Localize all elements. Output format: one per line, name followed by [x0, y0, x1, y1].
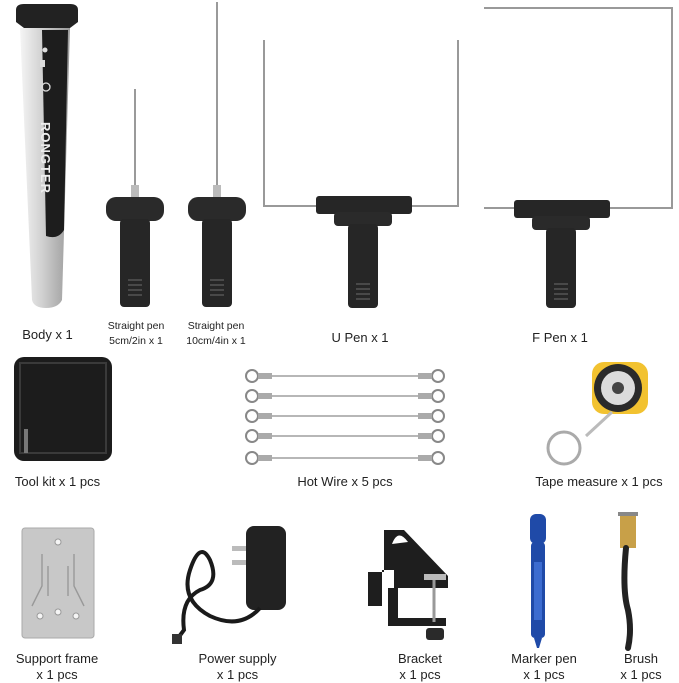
u-pen-label: U Pen x 1 [331, 330, 389, 345]
hot-wire-label: Hot Wire x 5 pcs [297, 474, 393, 489]
brand-logo-text: RONGTER [38, 122, 53, 194]
tool-kit-label: Tool kit x 1 pcs [14, 474, 101, 489]
support-frame-label-1: Support frame [15, 651, 99, 666]
body-label: Body x 1 [22, 327, 73, 342]
bracket-image [368, 530, 448, 640]
marker-pen-label-1: Marker pen [511, 651, 577, 666]
straight-pen-5cm-label-1: Straight pen [107, 320, 165, 332]
brush-label-1: Brush [624, 651, 658, 666]
bracket-label-2: x 1 pcs [399, 667, 441, 682]
power-supply-image [172, 526, 286, 644]
f-pen-image [484, 7, 673, 308]
straight-pen-10cm-image [188, 2, 246, 307]
support-frame-image [21, 527, 95, 639]
brush-label-2: x 1 pcs [620, 667, 662, 682]
bracket-label-1: Bracket [397, 651, 443, 666]
hot-wire-image [245, 369, 445, 465]
marker-pen-label-2: x 1 pcs [523, 667, 565, 682]
tape-measure-label: Tape measure x 1 pcs [535, 474, 663, 489]
power-supply-label-1: Power supply [198, 651, 277, 666]
straight-pen-10cm-label-2: 10cm/4in x 1 [186, 335, 246, 347]
f-pen-label: F Pen x 1 [532, 330, 588, 345]
tape-measure-image [546, 362, 648, 466]
marker-pen-image [530, 514, 546, 648]
power-supply-label-2: x 1 pcs [216, 667, 259, 682]
straight-pen-10cm-label-1: Straight pen [187, 320, 245, 332]
brush-image [618, 512, 638, 651]
support-frame-label-2: x 1 pcs [36, 667, 78, 682]
body-handle-image [16, 4, 78, 308]
straight-pen-5cm-image [106, 89, 164, 307]
straight-pen-5cm-label-2: 5cm/2in x 1 [109, 335, 163, 347]
u-pen-image [263, 40, 459, 308]
tool-kit-bag-image [14, 357, 112, 461]
